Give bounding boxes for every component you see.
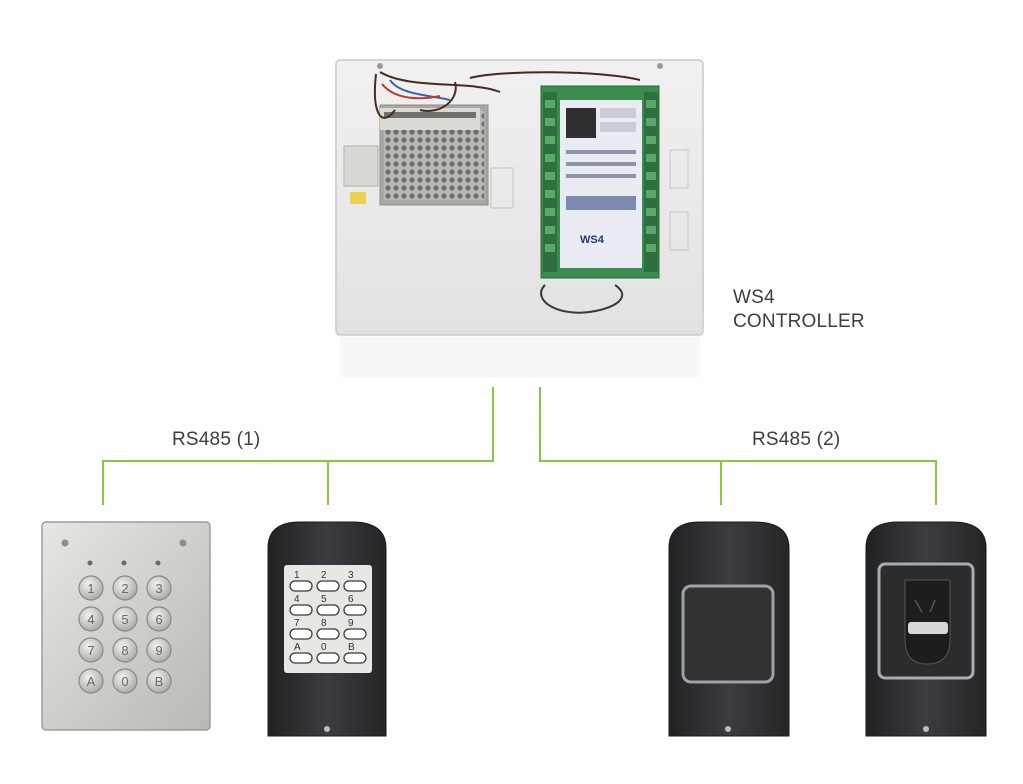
keypad-key: B (146, 668, 172, 694)
keypad-key: 3 (343, 570, 367, 592)
keypad-key: 7 (289, 618, 313, 640)
keypad-key: 6 (146, 606, 172, 632)
svg-text:3: 3 (155, 581, 162, 596)
led-indicator (121, 560, 127, 566)
led-indicator (155, 560, 161, 566)
svg-text:4: 4 (87, 612, 94, 627)
terminal-block (343, 145, 379, 187)
wiring (381, 83, 441, 100)
bus-2-label: RS485 (2) (752, 429, 841, 450)
bus-2-trunk (539, 387, 937, 505)
cable-knockout (669, 211, 689, 251)
keypad-key: A (78, 668, 104, 694)
keypad-key: 3 (146, 575, 172, 601)
svg-text:7: 7 (294, 618, 300, 629)
keypad-key: 5 (112, 606, 138, 632)
black-keypad-reader: 1 2 3 4 5 6 7 8 9A 0 B (267, 521, 387, 737)
screw-icon (657, 63, 663, 69)
keypad-key: 8 (112, 637, 138, 663)
power-supply-unit (379, 104, 489, 206)
svg-text:2: 2 (121, 581, 128, 596)
svg-text:4: 4 (294, 594, 300, 605)
board-logo: WS4 (580, 234, 605, 246)
svg-text:8: 8 (121, 643, 128, 658)
screw-icon (923, 726, 929, 732)
keypad-key: A (289, 642, 313, 664)
controller-label-line2: CONTROLLER (733, 311, 865, 332)
controller-reflection (340, 337, 700, 377)
cable-knockout (669, 149, 689, 189)
fingerprint-sensor-icon (908, 622, 948, 634)
keypad-key: 4 (289, 594, 313, 616)
warning-label-icon (350, 192, 366, 204)
svg-text:B: B (155, 674, 164, 689)
keypad-key: 2 (112, 575, 138, 601)
wiring (389, 79, 451, 101)
keypad-keys: 1 2 3 4 5 6 7 8 9A 0 B (289, 570, 367, 664)
proximity-reader (668, 521, 790, 737)
stainless-steel-keypad: 1 2 3 4 5 6 7 8 9A 0 B (41, 521, 211, 731)
svg-text:5: 5 (321, 594, 327, 605)
screw-icon (324, 726, 330, 732)
svg-text:9: 9 (348, 618, 354, 629)
bus-1-label: RS485 (1) (172, 429, 261, 450)
screw-icon (179, 539, 187, 547)
keypad-key: 1 (78, 575, 104, 601)
svg-text:9: 9 (155, 643, 162, 658)
keypad-key: 1 (289, 570, 313, 592)
keypad-key: 0 (316, 642, 340, 664)
led-indicator (87, 560, 93, 566)
keypad-key: 4 (78, 606, 104, 632)
keypad-key: 5 (316, 594, 340, 616)
keypad-key: 0 (112, 668, 138, 694)
card-reading-area (681, 584, 775, 684)
wiring (374, 71, 641, 119)
svg-text:B: B (348, 642, 355, 653)
svg-text:6: 6 (348, 594, 354, 605)
control-board: WS4 (540, 85, 660, 279)
svg-text:3: 3 (348, 570, 354, 581)
svg-text:1: 1 (294, 570, 300, 581)
svg-text:1: 1 (87, 581, 94, 596)
svg-text:7: 7 (87, 643, 94, 658)
screw-icon (377, 63, 383, 69)
keypad-key: 6 (343, 594, 367, 616)
svg-text:A: A (294, 642, 301, 653)
controller-label: WS4 CONTROLLER (733, 286, 865, 334)
svg-text:0: 0 (121, 674, 128, 689)
wiring (540, 284, 624, 314)
keypad-key: 7 (78, 637, 104, 663)
keypad-keys: 1 2 3 4 5 6 7 8 9A 0 B (78, 575, 172, 694)
fingerprint-reader (865, 521, 987, 737)
screw-icon (61, 539, 69, 547)
svg-text:0: 0 (321, 642, 327, 653)
svg-text:6: 6 (155, 612, 162, 627)
screw-icon (725, 726, 731, 732)
rs485-wiring (102, 387, 937, 505)
keypad-key: 2 (316, 570, 340, 592)
keypad-key: B (343, 642, 367, 664)
keypad-key: 9 (343, 618, 367, 640)
bus-1-trunk (102, 387, 494, 505)
svg-text:5: 5 (121, 612, 128, 627)
svg-text:8: 8 (321, 618, 327, 629)
keypad-key: 9 (146, 637, 172, 663)
svg-text:A: A (87, 674, 96, 689)
keypad-key: 8 (316, 618, 340, 640)
controller-label-line1: WS4 (733, 287, 775, 308)
svg-text:2: 2 (321, 570, 327, 581)
cable-knockout (490, 167, 514, 209)
ws4-controller: WS4 (335, 59, 704, 377)
